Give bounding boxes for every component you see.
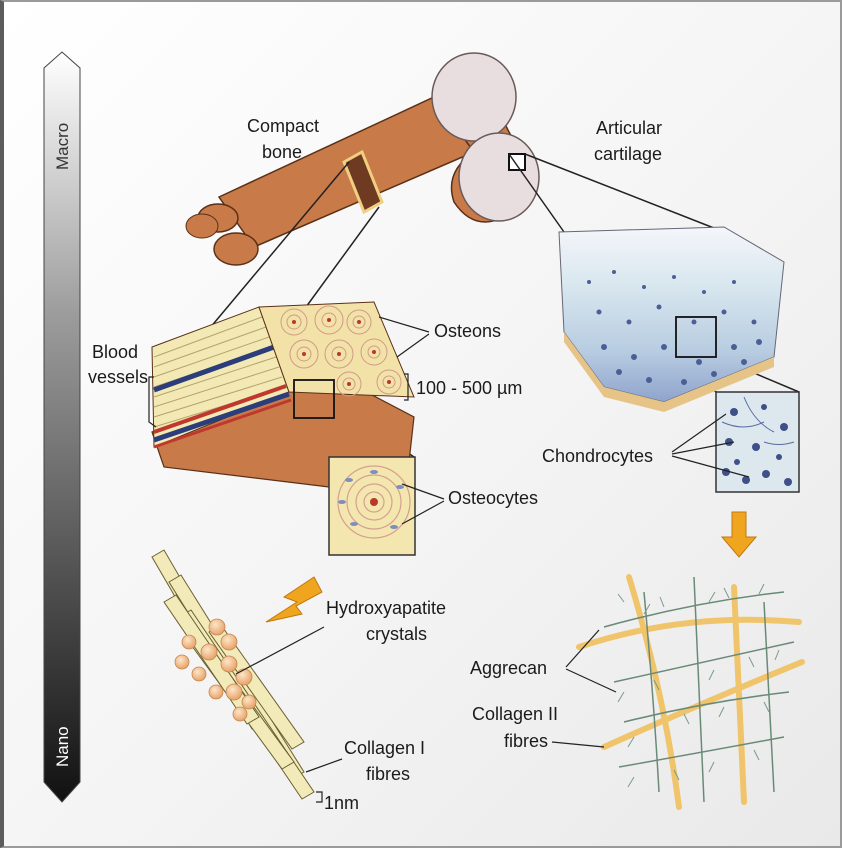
chondrocyte-dots bbox=[587, 270, 762, 385]
label-collagen-ii-line1: Collagen II bbox=[472, 704, 558, 724]
label-articular-cartilage-line2: cartilage bbox=[594, 144, 662, 164]
label-articular-cartilage-line1: Articular bbox=[596, 118, 662, 138]
label-collagen-ii-line2: fibres bbox=[504, 731, 548, 751]
label-hydroxyapatite-line2: crystals bbox=[366, 624, 427, 644]
cartilage-block bbox=[558, 226, 785, 412]
label-compact-bone-line1: Compact bbox=[247, 116, 319, 136]
label-osteons: Osteons bbox=[434, 321, 501, 341]
osteon-zoom-panel bbox=[328, 456, 416, 556]
label-collagen-i-line2: fibres bbox=[366, 764, 410, 784]
down-arrow-cartilage bbox=[720, 511, 758, 558]
label-osteon-size: 100 - 500 µm bbox=[416, 378, 522, 398]
label-compact-bone-line2: bone bbox=[262, 142, 302, 162]
scale-bar-nano-label: Nano bbox=[53, 726, 72, 767]
cartilage-sample-box bbox=[508, 153, 526, 171]
chondrocyte-zoom-panel bbox=[715, 391, 800, 493]
hydroxyapatite-crystals bbox=[174, 618, 257, 722]
femur-bone bbox=[185, 52, 540, 266]
label-fibre-size: 1nm bbox=[324, 793, 359, 813]
aggrecan-collagen-ii-network bbox=[576, 574, 805, 810]
compact-bone-block bbox=[151, 301, 415, 488]
label-osteocytes: Osteocytes bbox=[448, 488, 538, 508]
label-chondrocytes: Chondrocytes bbox=[542, 446, 653, 466]
collagen-i-fibres bbox=[151, 549, 315, 800]
leader-lines bbox=[148, 316, 750, 803]
macro-nano-scale-bar: Macro Nano bbox=[43, 51, 81, 803]
osteon-sample-box bbox=[293, 379, 335, 419]
label-hydroxyapatite-line1: Hydroxyapatite bbox=[326, 598, 446, 618]
label-collagen-i-line1: Collagen I bbox=[344, 738, 425, 758]
down-arrow-bone bbox=[265, 576, 323, 623]
label-blood-vessels-line1: Blood bbox=[92, 342, 138, 362]
label-blood-vessels-line2: vessels bbox=[88, 367, 148, 387]
label-aggrecan: Aggrecan bbox=[470, 658, 547, 678]
scale-bar-macro-label: Macro bbox=[53, 123, 72, 170]
cartilage-zoom-box bbox=[675, 316, 717, 358]
bone-cartilage-hierarchy-diagram: Macro Nano bbox=[43, 51, 805, 813]
